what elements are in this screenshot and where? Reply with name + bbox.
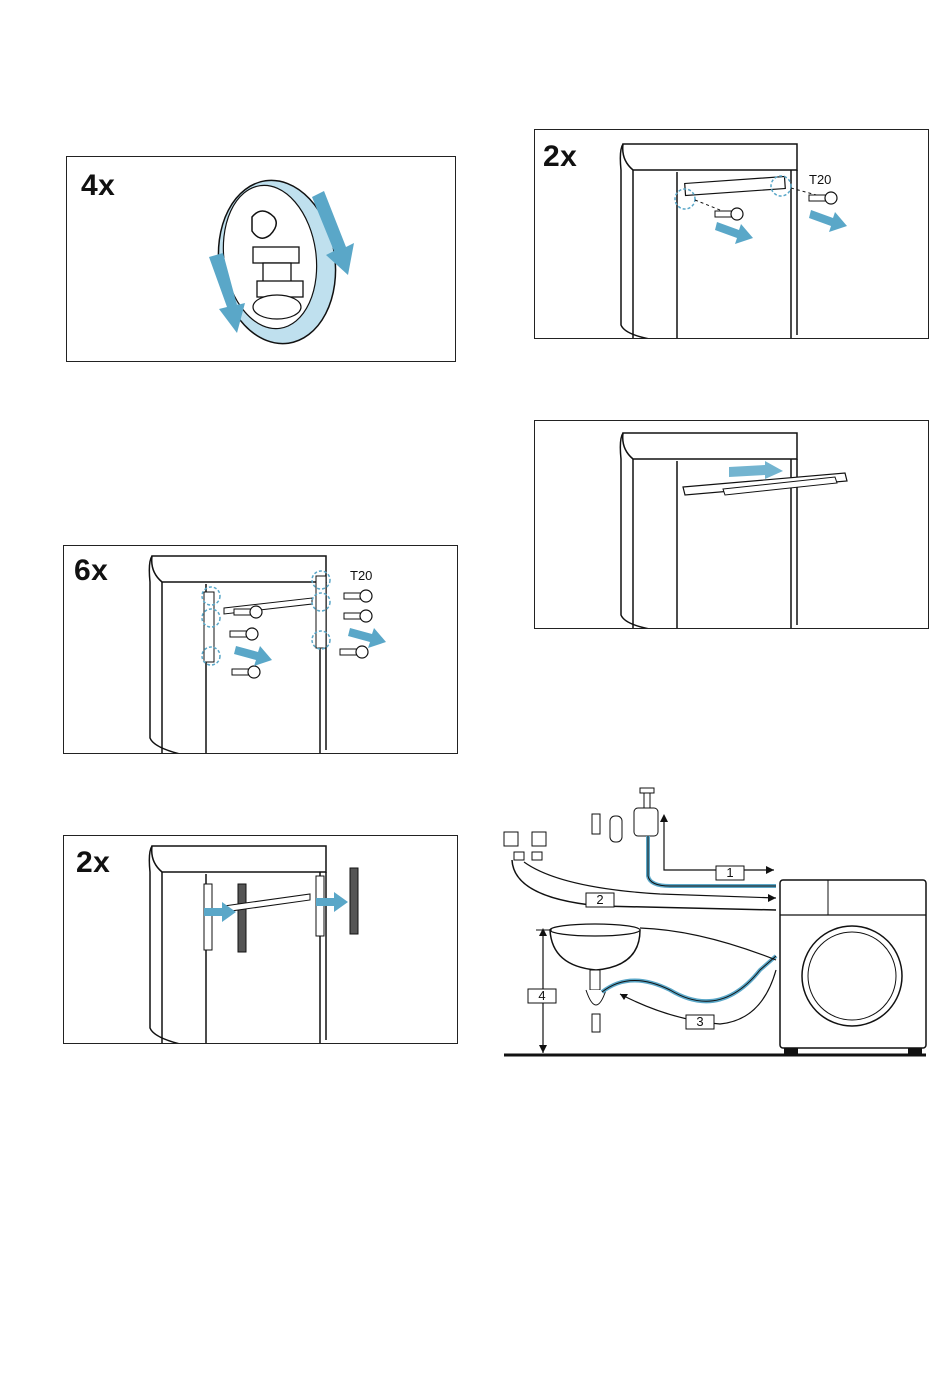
connection-diagram: 1 2 3 4 bbox=[500, 780, 930, 1065]
callout-1: 1 bbox=[726, 865, 733, 880]
connection-illustration: 1 2 3 4 bbox=[500, 780, 930, 1065]
rail-slide-illustration bbox=[535, 421, 929, 629]
rear-screws-illustration bbox=[535, 130, 929, 339]
callout-3: 3 bbox=[696, 1014, 703, 1029]
brackets-illustration bbox=[64, 836, 458, 1044]
callout-4: 4 bbox=[538, 988, 545, 1003]
step-panel-feet-cover: 4x bbox=[66, 156, 456, 362]
step-panel-rear-screws: 2x T20 bbox=[534, 129, 929, 339]
step-panel-rail-slide bbox=[534, 420, 929, 629]
step-panel-brackets: 2x bbox=[63, 835, 458, 1044]
foot-cover-illustration bbox=[67, 157, 456, 362]
step-panel-side-screws: 6x T20 bbox=[63, 545, 458, 754]
callout-2: 2 bbox=[596, 892, 603, 907]
side-screws-illustration bbox=[64, 546, 458, 754]
